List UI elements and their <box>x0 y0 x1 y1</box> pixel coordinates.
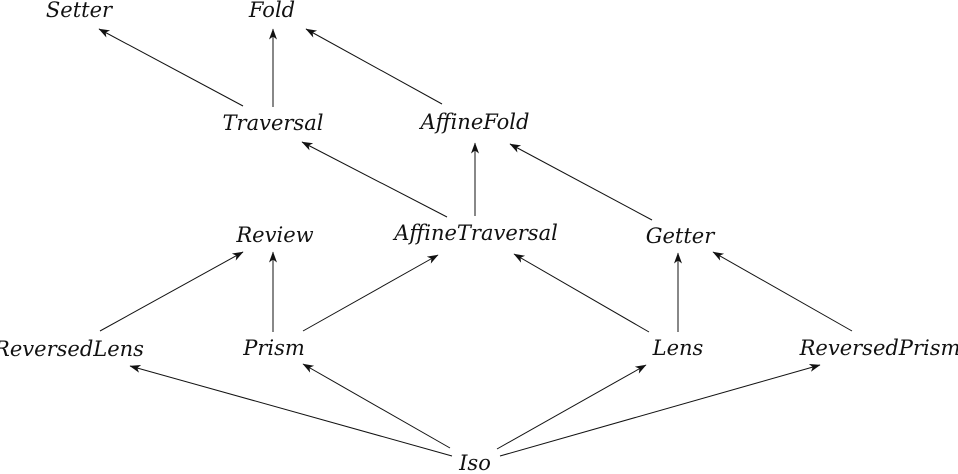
edge-affinefold-to-fold <box>305 28 443 105</box>
node-label-review: Review <box>235 223 313 247</box>
node-label-getter: Getter <box>646 224 717 248</box>
edge-lens-to-affinetraversal <box>513 253 650 333</box>
edge-traversal-to-setter <box>98 28 244 107</box>
node-label-prism: Prism <box>242 336 305 360</box>
edge-iso-to-reversedlens <box>129 364 453 457</box>
node-label-reversedprism: ReversedPrism <box>799 336 958 360</box>
node-label-traversal: Traversal <box>223 111 324 135</box>
edge-affinetraversal-to-traversal <box>301 141 448 218</box>
edge-getter-to-affinefold <box>509 143 653 221</box>
node-label-fold: Fold <box>248 0 295 22</box>
edges-layer <box>98 28 853 457</box>
node-label-affinetraversal: AffineTraversal <box>392 221 558 245</box>
node-label-reversedlens: ReversedLens <box>0 337 144 361</box>
edge-reversedlens-to-review <box>99 251 244 332</box>
edge-iso-to-reversedprism <box>499 364 821 457</box>
node-label-affinefold: AffineFold <box>419 110 530 134</box>
edge-reversedprism-to-getter <box>712 251 853 332</box>
node-label-lens: Lens <box>652 336 704 360</box>
edge-prism-to-affinetraversal <box>302 254 439 332</box>
node-label-setter: Setter <box>46 0 114 22</box>
edge-iso-to-lens <box>496 364 647 450</box>
node-label-iso: Iso <box>458 451 491 474</box>
edge-iso-to-prism <box>302 363 451 449</box>
